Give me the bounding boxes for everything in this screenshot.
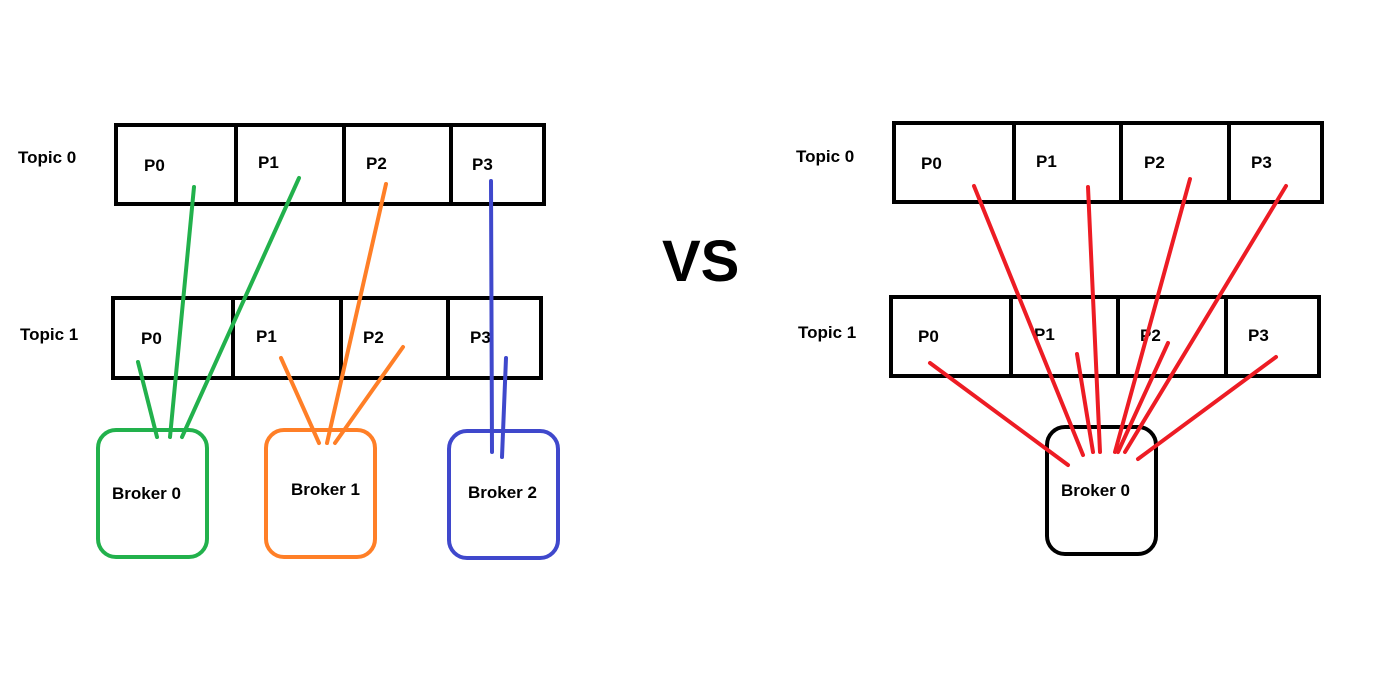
left-topic1-frame — [111, 296, 543, 380]
link-t1p3-broker2 — [500, 356, 508, 459]
left-topic0-partition-p2: P2 — [366, 154, 387, 173]
left-broker2-links — [489, 179, 508, 459]
link-t1p1-right-broker0 — [1075, 352, 1095, 454]
link-t1p3-right-broker0 — [1136, 355, 1278, 461]
link-t0p2-broker1 — [325, 182, 388, 445]
broker2-label: Broker 2 — [468, 483, 537, 502]
link-t1p2-broker1 — [333, 345, 405, 445]
right-topic0-partition-p1: P1 — [1036, 152, 1057, 171]
left-topic1-partition-p2: P2 — [363, 328, 384, 347]
link-t1p2-right-broker0 — [1116, 341, 1170, 454]
link-t0p1-broker0 — [180, 176, 301, 439]
right-topic0-frame — [892, 121, 1324, 204]
right-topic0-bar: P0 P1 P2 P3 — [892, 121, 1324, 204]
left-topic1-bar: P0 P1 P2 P3 — [111, 296, 543, 380]
right-topic1-frame — [889, 295, 1321, 378]
link-t0p1-right-broker0 — [1086, 185, 1102, 454]
broker1-box — [264, 428, 377, 559]
link-t0p0-right-broker0 — [972, 184, 1085, 457]
right-topic0-partition-p2: P2 — [1144, 153, 1165, 172]
right-topic0-partition-p0: P0 — [921, 154, 942, 173]
left-broker0: Broker 0 — [96, 428, 209, 559]
broker0-box — [96, 428, 209, 559]
right-topic1-partition-p0: P0 — [918, 327, 939, 346]
right-broker0-links — [928, 177, 1288, 467]
left-topic0-frame — [114, 123, 546, 206]
left-topic1-partition-p0: P0 — [141, 329, 162, 348]
vs-separator: VS — [662, 229, 739, 294]
right-topic0-partition-p3: P3 — [1251, 153, 1272, 172]
right-topic1-partition-p1: P1 — [1034, 325, 1055, 344]
link-t1p0-right-broker0 — [928, 361, 1070, 467]
right-topic1-partition-p3: P3 — [1248, 326, 1269, 345]
right-broker0-label: Broker 0 — [1061, 481, 1130, 500]
left-topic1-label: Topic 1 — [20, 325, 78, 344]
left-broker2: Broker 2 — [447, 429, 560, 560]
left-broker0-links — [136, 176, 301, 439]
broker0-label: Broker 0 — [112, 484, 181, 503]
right-broker0-box — [1045, 425, 1158, 556]
link-t0p3-broker2 — [489, 179, 494, 454]
left-topic0-bar: P0 P1 P2 P3 — [114, 123, 546, 206]
link-t0p3-right-broker0 — [1123, 184, 1288, 454]
link-t0p2-right-broker0 — [1113, 177, 1192, 454]
left-topic0-partition-p0: P0 — [144, 156, 165, 175]
left-topic0-partition-p1: P1 — [258, 153, 279, 172]
broker2-box — [447, 429, 560, 560]
right-topic1-label: Topic 1 — [798, 323, 856, 342]
broker1-label: Broker 1 — [291, 480, 360, 499]
right-topic1-bar: P0 P1 P2 P3 — [889, 295, 1321, 378]
right-topic0-label: Topic 0 — [796, 147, 854, 166]
left-broker1: Broker 1 — [264, 428, 377, 559]
left-topic0-partition-p3: P3 — [472, 155, 493, 174]
left-panel: Topic 0 P0 P1 P2 P3 Topic 1 P0 P1 P2 P3 — [18, 123, 560, 560]
left-topic1-partition-p3: P3 — [470, 328, 491, 347]
link-t1p0-broker0 — [136, 360, 159, 439]
left-topic1-partition-p1: P1 — [256, 327, 277, 346]
link-t0p0-broker0 — [168, 185, 196, 439]
right-broker0: Broker 0 — [1045, 425, 1158, 556]
left-topic0-label: Topic 0 — [18, 148, 76, 167]
right-panel: Topic 0 P0 P1 P2 P3 Topic 1 P0 P1 P2 P3 … — [796, 121, 1324, 556]
